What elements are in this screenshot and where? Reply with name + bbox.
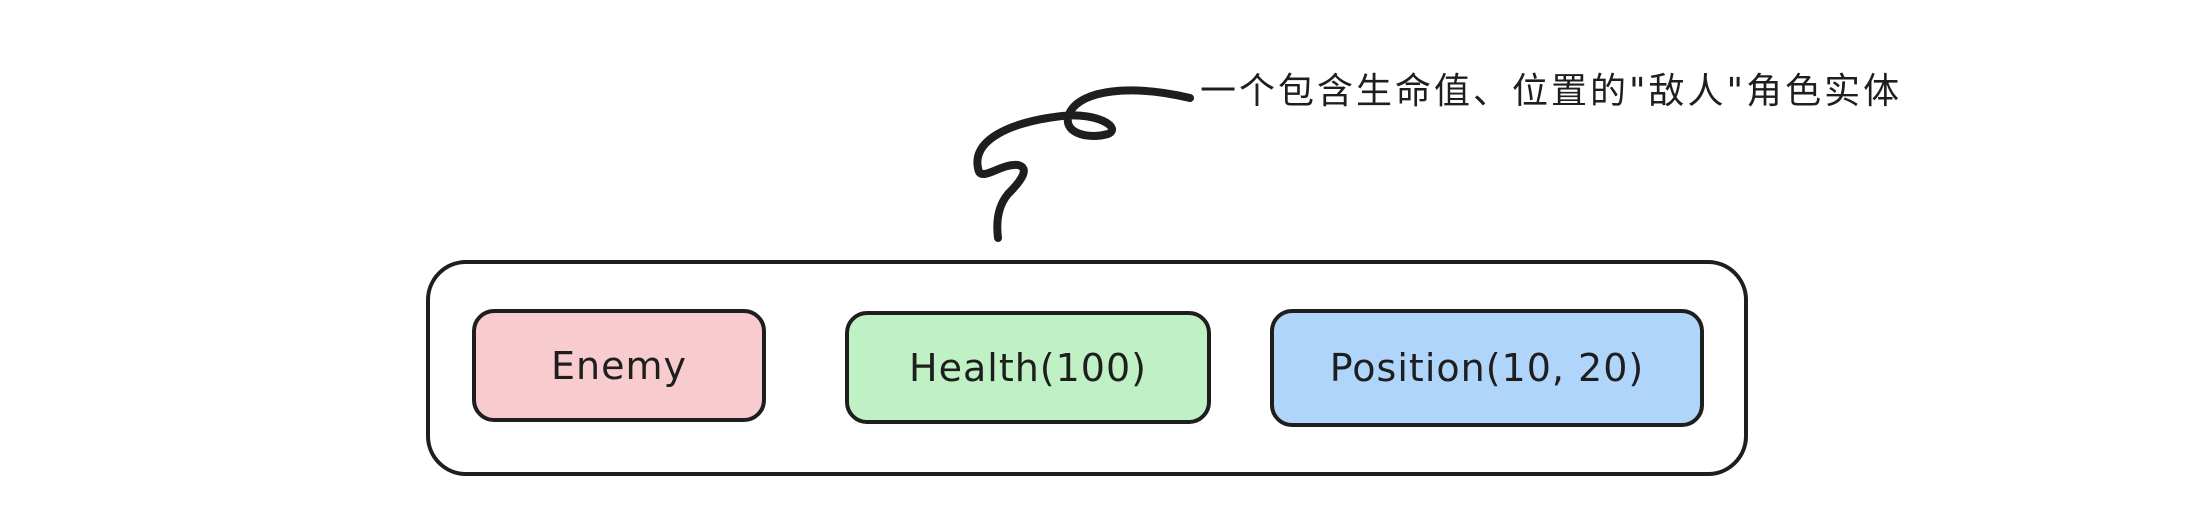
position-component: Position(10, 20): [1270, 309, 1704, 427]
health-component: Health(100): [845, 311, 1211, 424]
curly-connector-line: [973, 86, 1194, 242]
enemy-component: Enemy: [472, 309, 766, 422]
entity-annotation-label: 一个包含生命值、位置的"敌人"角色实体: [1200, 71, 1903, 112]
